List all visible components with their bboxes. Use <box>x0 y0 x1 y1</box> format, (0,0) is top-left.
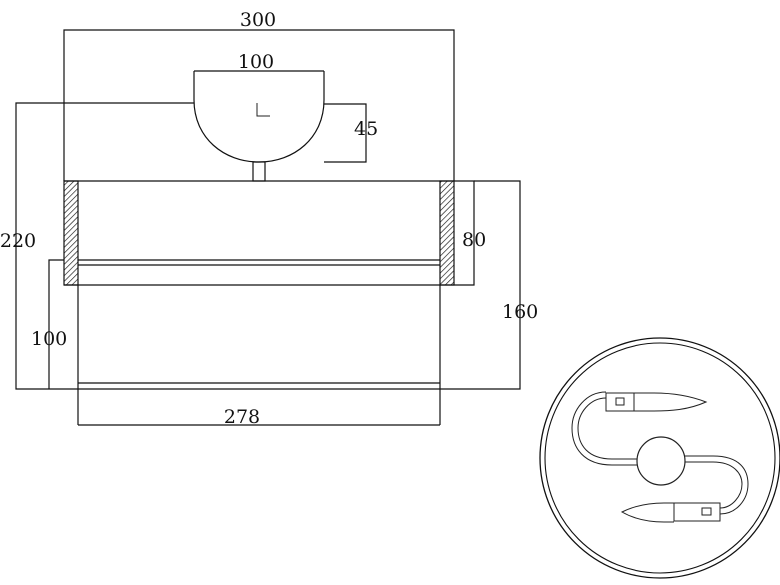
upper-tube <box>571 391 708 466</box>
basin-stem <box>252 161 266 182</box>
dim-label-220: 220 <box>0 230 36 252</box>
dimension-100-left: 100 <box>31 259 67 389</box>
dimension-45: 45 <box>324 103 378 163</box>
detail-circle <box>539 337 780 579</box>
dimension-220: 220 <box>0 102 194 390</box>
lower-tube <box>620 455 749 523</box>
leaf-lower-icon <box>620 502 674 523</box>
dimension-300: 300 <box>63 9 455 181</box>
dim-label-100-bowl: 100 <box>238 51 274 73</box>
drain-hook-icon <box>256 103 270 117</box>
hatched-wall-left <box>63 180 79 286</box>
dim-label-100-left: 100 <box>31 328 67 350</box>
dim-label-300: 300 <box>240 9 276 31</box>
lower-body <box>77 285 441 426</box>
dim-label-45: 45 <box>354 118 378 140</box>
leaf-upper-icon <box>634 392 708 412</box>
basin-bowl: 100 <box>193 51 325 182</box>
connector-lower <box>673 502 721 522</box>
connector-upper <box>605 392 635 412</box>
upper-band <box>63 180 455 286</box>
dimension-80: 80 <box>454 180 486 286</box>
front-elevation: 300 100 45 220 <box>0 9 538 428</box>
dim-label-80: 80 <box>462 229 486 251</box>
dim-label-278: 278 <box>224 406 260 428</box>
hatched-wall-right <box>439 180 455 286</box>
dim-label-160: 160 <box>502 301 538 323</box>
hub-icon <box>636 436 686 486</box>
dimension-160: 160 <box>440 180 538 390</box>
